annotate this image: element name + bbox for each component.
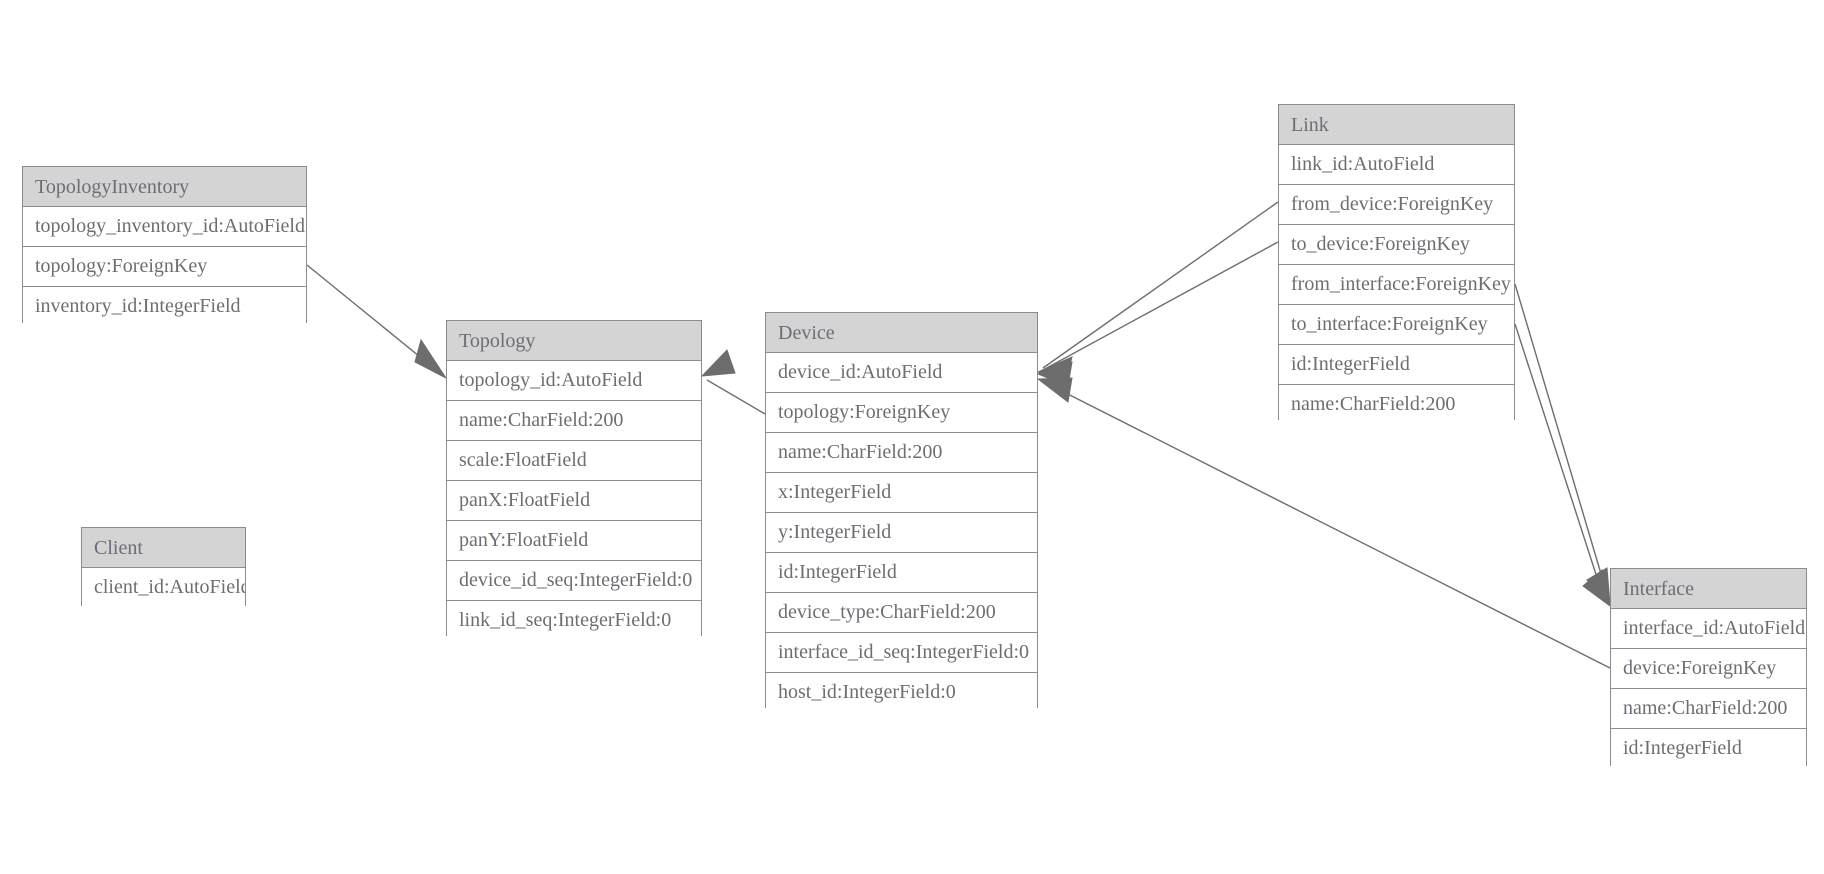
entity-field-row[interactable]: topology:ForeignKey	[23, 247, 306, 287]
entity-field-row[interactable]: interface_id_seq:IntegerField:0	[766, 633, 1037, 673]
relation-link-to_interface-to-interface	[1514, 323, 1611, 608]
entity-field-row[interactable]: to_device:ForeignKey	[1279, 225, 1514, 265]
entity-field-row[interactable]: name:CharField:200	[1279, 385, 1514, 425]
entity-field-row[interactable]: id:IntegerField	[1279, 345, 1514, 385]
entity-title-client: Client	[82, 528, 245, 568]
relation-line	[1042, 241, 1279, 371]
entity-title-topology: Topology	[447, 321, 701, 361]
entity-field-row[interactable]: topology_inventory_id:AutoField	[23, 207, 306, 247]
entity-field-row[interactable]: topology:ForeignKey	[766, 393, 1037, 433]
entity-field-row[interactable]: topology_id:AutoField	[447, 361, 701, 401]
relation-arrowhead-icon	[1036, 356, 1073, 382]
entity-field-row[interactable]: device:ForeignKey	[1611, 649, 1806, 689]
relation-arrowhead-icon	[1586, 567, 1611, 606]
entity-title-topology_inventory: TopologyInventory	[23, 167, 306, 207]
relation-line	[1514, 283, 1608, 595]
entity-field-row[interactable]: client_id:AutoField	[82, 568, 245, 608]
entity-title-interface: Interface	[1611, 569, 1806, 609]
entity-field-row[interactable]: scale:FloatField	[447, 441, 701, 481]
entity-title-device: Device	[766, 313, 1037, 353]
entity-field-row[interactable]: y:IntegerField	[766, 513, 1037, 553]
entity-field-row[interactable]: panX:FloatField	[447, 481, 701, 521]
relation-link-from_device-to-device	[1036, 201, 1279, 382]
entity-field-row[interactable]: device_type:CharField:200	[766, 593, 1037, 633]
relation-topology_inventory-to-topology	[306, 264, 448, 380]
entity-field-row[interactable]: name:CharField:200	[1611, 689, 1806, 729]
entity-field-row[interactable]: inventory_id:IntegerField	[23, 287, 306, 327]
entity-field-row[interactable]: panY:FloatField	[447, 521, 701, 561]
relation-device-to-topology	[700, 349, 766, 415]
entity-field-row[interactable]: name:CharField:200	[766, 433, 1037, 473]
relation-arrowhead-icon	[1582, 569, 1611, 608]
relation-arrowhead-icon	[1036, 361, 1073, 387]
entity-field-row[interactable]: host_id:IntegerField:0	[766, 673, 1037, 713]
entity-field-row[interactable]: id:IntegerField	[1611, 729, 1806, 769]
entity-field-row[interactable]: to_interface:ForeignKey	[1279, 305, 1514, 345]
entity-field-row[interactable]: link_id_seq:IntegerField:0	[447, 601, 701, 641]
relation-line	[306, 264, 442, 375]
entity-field-row[interactable]: link_id:AutoField	[1279, 145, 1514, 185]
entity-field-row[interactable]: from_interface:ForeignKey	[1279, 265, 1514, 305]
entity-field-row[interactable]: id:IntegerField	[766, 553, 1037, 593]
entity-field-row[interactable]: interface_id:AutoField	[1611, 609, 1806, 649]
entity-field-row[interactable]: from_device:ForeignKey	[1279, 185, 1514, 225]
entity-field-row[interactable]: x:IntegerField	[766, 473, 1037, 513]
entity-field-row[interactable]: device_id:AutoField	[766, 353, 1037, 393]
entity-field-row[interactable]: device_id_seq:IntegerField:0	[447, 561, 701, 601]
relation-line	[706, 379, 766, 415]
relation-arrowhead-icon	[414, 338, 448, 380]
relation-link-to_device-to-device	[1036, 241, 1279, 387]
relation-link-from_interface-to-interface	[1514, 283, 1611, 606]
entity-field-row[interactable]: name:CharField:200	[447, 401, 701, 441]
entity-title-link: Link	[1279, 105, 1514, 145]
relation-line	[1042, 201, 1279, 369]
relation-arrowhead-icon	[700, 349, 736, 377]
relation-line	[1514, 323, 1604, 597]
relation-arrowhead-icon	[1036, 377, 1073, 403]
